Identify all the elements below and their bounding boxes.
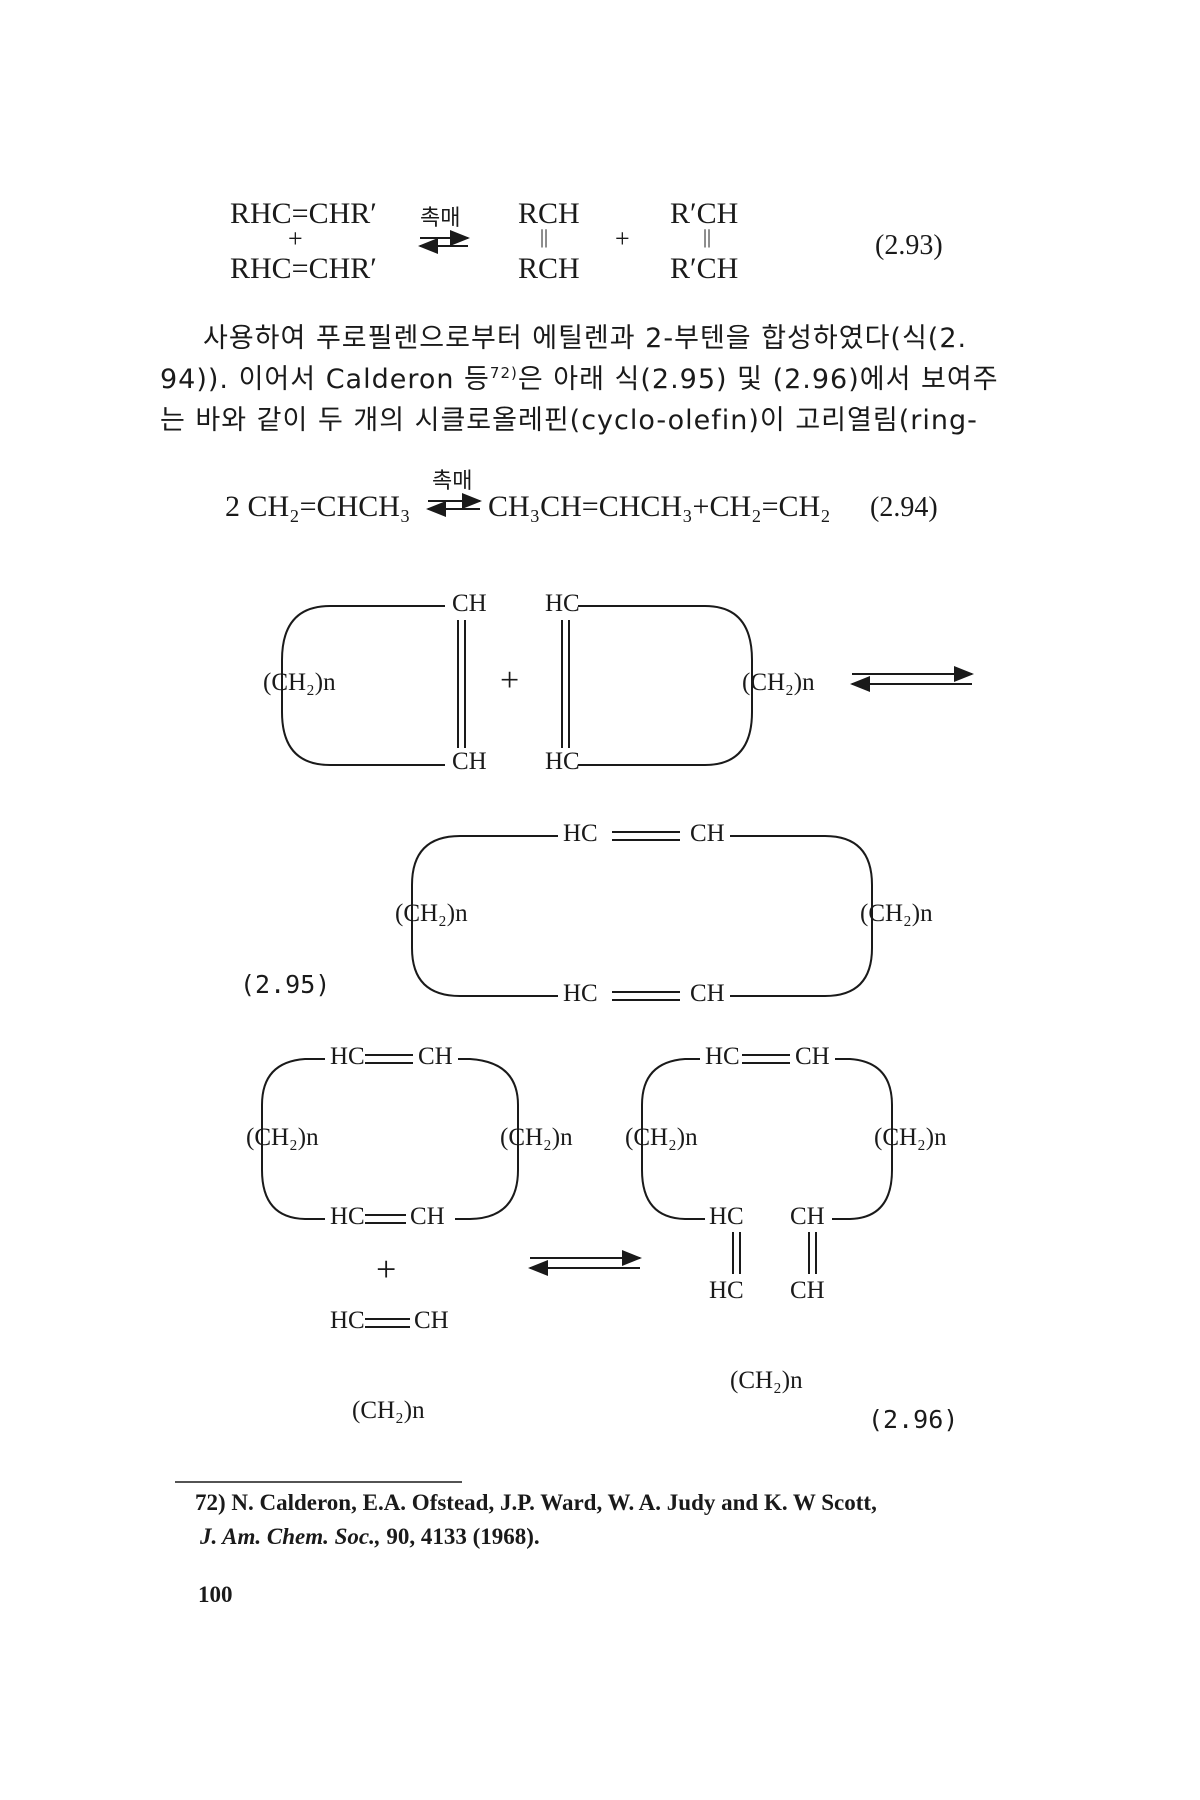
eq-2-95-equilibrium-arrows xyxy=(850,666,974,692)
paragraph-line-2-start: 94)). 이어서 Calderon 등 xyxy=(160,364,490,395)
eq-2-95-product-top-double-bond xyxy=(612,831,680,841)
eq-2-95-product-bottom-double-bond xyxy=(612,991,680,1001)
footnote-line-1: 72) N. Calderon, E.A. Ofstead, J.P. Ward… xyxy=(195,1490,877,1515)
eq-2-96-prod-ch-top: CH xyxy=(795,1043,830,1070)
eq-2-95-ring1-label: (CH₂)n xyxy=(263,669,336,696)
eq-2-93-product1-top: RCH xyxy=(518,197,580,230)
eq-2-94-right: CH₃CH=CHCH₃+CH₂=CH₂ xyxy=(488,490,831,523)
eq-2-96-ring-right-label: (CH₂)n xyxy=(500,1124,573,1151)
eq-2-93-product2-top: R′CH xyxy=(670,197,739,230)
eq-2-96-prod-hc-mid: HC xyxy=(709,1203,744,1230)
eq-2-94-number: (2.94) xyxy=(870,492,938,523)
eq-2-95-ring1-bracket xyxy=(281,605,445,766)
eq-2-96-alkene-label: (CH₂)n xyxy=(352,1397,425,1424)
eq-2-95-prod-ch-bottom: CH xyxy=(690,980,725,1007)
eq-2-93-plus: + xyxy=(288,224,303,253)
eq-2-94-catalyst: 촉매 xyxy=(432,469,473,494)
eq-2-95-ring2-label: (CH₂)n xyxy=(742,669,815,696)
eq-2-93-reactant-top: RHC=CHR′ xyxy=(230,197,377,230)
eq-2-96-prod-hc-top: HC xyxy=(705,1043,740,1070)
eq-2-96-alkene-ch: CH xyxy=(414,1307,449,1334)
eq-2-96-product-right-vertical-double-bond xyxy=(808,1232,817,1274)
eq-2-96-product-ring-right xyxy=(832,1058,893,1220)
eq-2-96-alkene-hc: HC xyxy=(330,1307,365,1334)
eq-2-95-prod-left-label: (CH₂)n xyxy=(395,900,468,927)
eq-2-95-ring2-bracket xyxy=(578,605,753,766)
eq-2-96-ring-right xyxy=(455,1058,519,1220)
eq-2-96-ring-hc-top: HC xyxy=(330,1043,365,1070)
eq-2-96-product-top-double-bond xyxy=(742,1054,790,1064)
paragraph-line-1: 사용하여 푸로필렌으로부터 에틸렌과 2-부텐을 합성하였다(식(2. xyxy=(203,323,968,354)
paragraph-line-2: 94)). 이어서 Calderon 등72)은 아래 식(2.95) 및 (2… xyxy=(160,357,999,396)
eq-2-96-prod-left-label: (CH₂)n xyxy=(625,1124,698,1151)
eq-2-95-ring2-hc-top: HC xyxy=(545,590,580,617)
eq-2-96-prod-ch-low: CH xyxy=(790,1277,825,1304)
eq-2-96-ring-left xyxy=(261,1058,325,1220)
eq-2-96-product-left-vertical-double-bond xyxy=(732,1232,741,1274)
eq-2-96-equilibrium-arrows xyxy=(528,1250,642,1276)
eq-2-94-equilibrium-arrows xyxy=(426,493,482,517)
eq-2-96-number: (2.96) xyxy=(868,1405,959,1434)
eq-2-96-plus: + xyxy=(376,1249,397,1289)
eq-2-95-product-ring-left xyxy=(411,835,558,997)
eq-2-93-product2-bottom: R′CH xyxy=(670,252,739,285)
eq-2-96-prod-ch-mid: CH xyxy=(790,1203,825,1230)
eq-2-93-catalyst: 촉매 xyxy=(420,206,461,231)
eq-2-96-ring-top-double-bond xyxy=(365,1054,413,1064)
eq-2-96-alkene-double-bond xyxy=(365,1318,410,1328)
eq-2-95-ring2-double-bond xyxy=(561,620,570,748)
eq-2-95-prod-hc-top: HC xyxy=(563,820,598,847)
eq-2-93-equilibrium-arrows xyxy=(418,230,470,254)
eq-2-95-product-ring-right xyxy=(730,835,873,997)
eq-2-96-ring-ch-top: CH xyxy=(418,1043,453,1070)
eq-2-96-ring-hc-bottom: HC xyxy=(330,1203,365,1230)
eq-2-95-plus: + xyxy=(500,662,520,699)
eq-2-95-ring1-ch-bottom: CH xyxy=(452,748,487,775)
footnote-reference: 72) xyxy=(489,364,518,382)
eq-2-96-ring-ch-bottom: CH xyxy=(410,1203,445,1230)
eq-2-96-prod-bottom-label: (CH₂)n xyxy=(730,1367,803,1394)
eq-2-95-prod-ch-top: CH xyxy=(690,820,725,847)
paragraph-line-3: 는 바와 같이 두 개의 시클로올레핀(cyclo-olefin)이 고리열림(… xyxy=(160,405,978,436)
eq-2-93-product1-bottom: RCH xyxy=(518,252,580,285)
eq-2-93-plus2: + xyxy=(615,224,630,253)
page-number: 100 xyxy=(198,1582,233,1607)
eq-2-95-prod-hc-bottom: HC xyxy=(563,980,598,1007)
eq-2-93-reactant-bottom: RHC=CHR′ xyxy=(230,252,377,285)
footnote-line-2: J. Am. Chem. Soc., 90, 4133 (1968). xyxy=(200,1524,540,1550)
footnote-journal: J. Am. Chem. Soc., xyxy=(200,1524,381,1549)
eq-2-95-ring2-hc-bottom: HC xyxy=(545,748,580,775)
eq-2-94-left: 2 CH₂=CHCH₃ xyxy=(225,490,411,523)
eq-2-93-product2-bond: || xyxy=(703,226,712,248)
eq-2-96-ring-bottom-double-bond xyxy=(365,1214,406,1224)
footnote-citation: 90, 4133 (1968). xyxy=(380,1524,540,1549)
eq-2-96-product-ring-left xyxy=(641,1058,705,1220)
eq-2-95-ring1-ch-top: CH xyxy=(452,590,487,617)
eq-2-93-number: (2.93) xyxy=(875,230,943,261)
paragraph-line-2-rest: 은 아래 식(2.95) 및 (2.96)에서 보여주 xyxy=(517,364,999,395)
eq-2-95-number: (2.95) xyxy=(240,970,331,999)
eq-2-96-ring-left-label: (CH₂)n xyxy=(246,1124,319,1151)
eq-2-96-prod-hc-low: HC xyxy=(709,1277,744,1304)
eq-2-93-product1-bond: || xyxy=(540,226,549,248)
eq-2-95-ring1-double-bond xyxy=(457,620,466,748)
eq-2-96-prod-right-label: (CH₂)n xyxy=(874,1124,947,1151)
